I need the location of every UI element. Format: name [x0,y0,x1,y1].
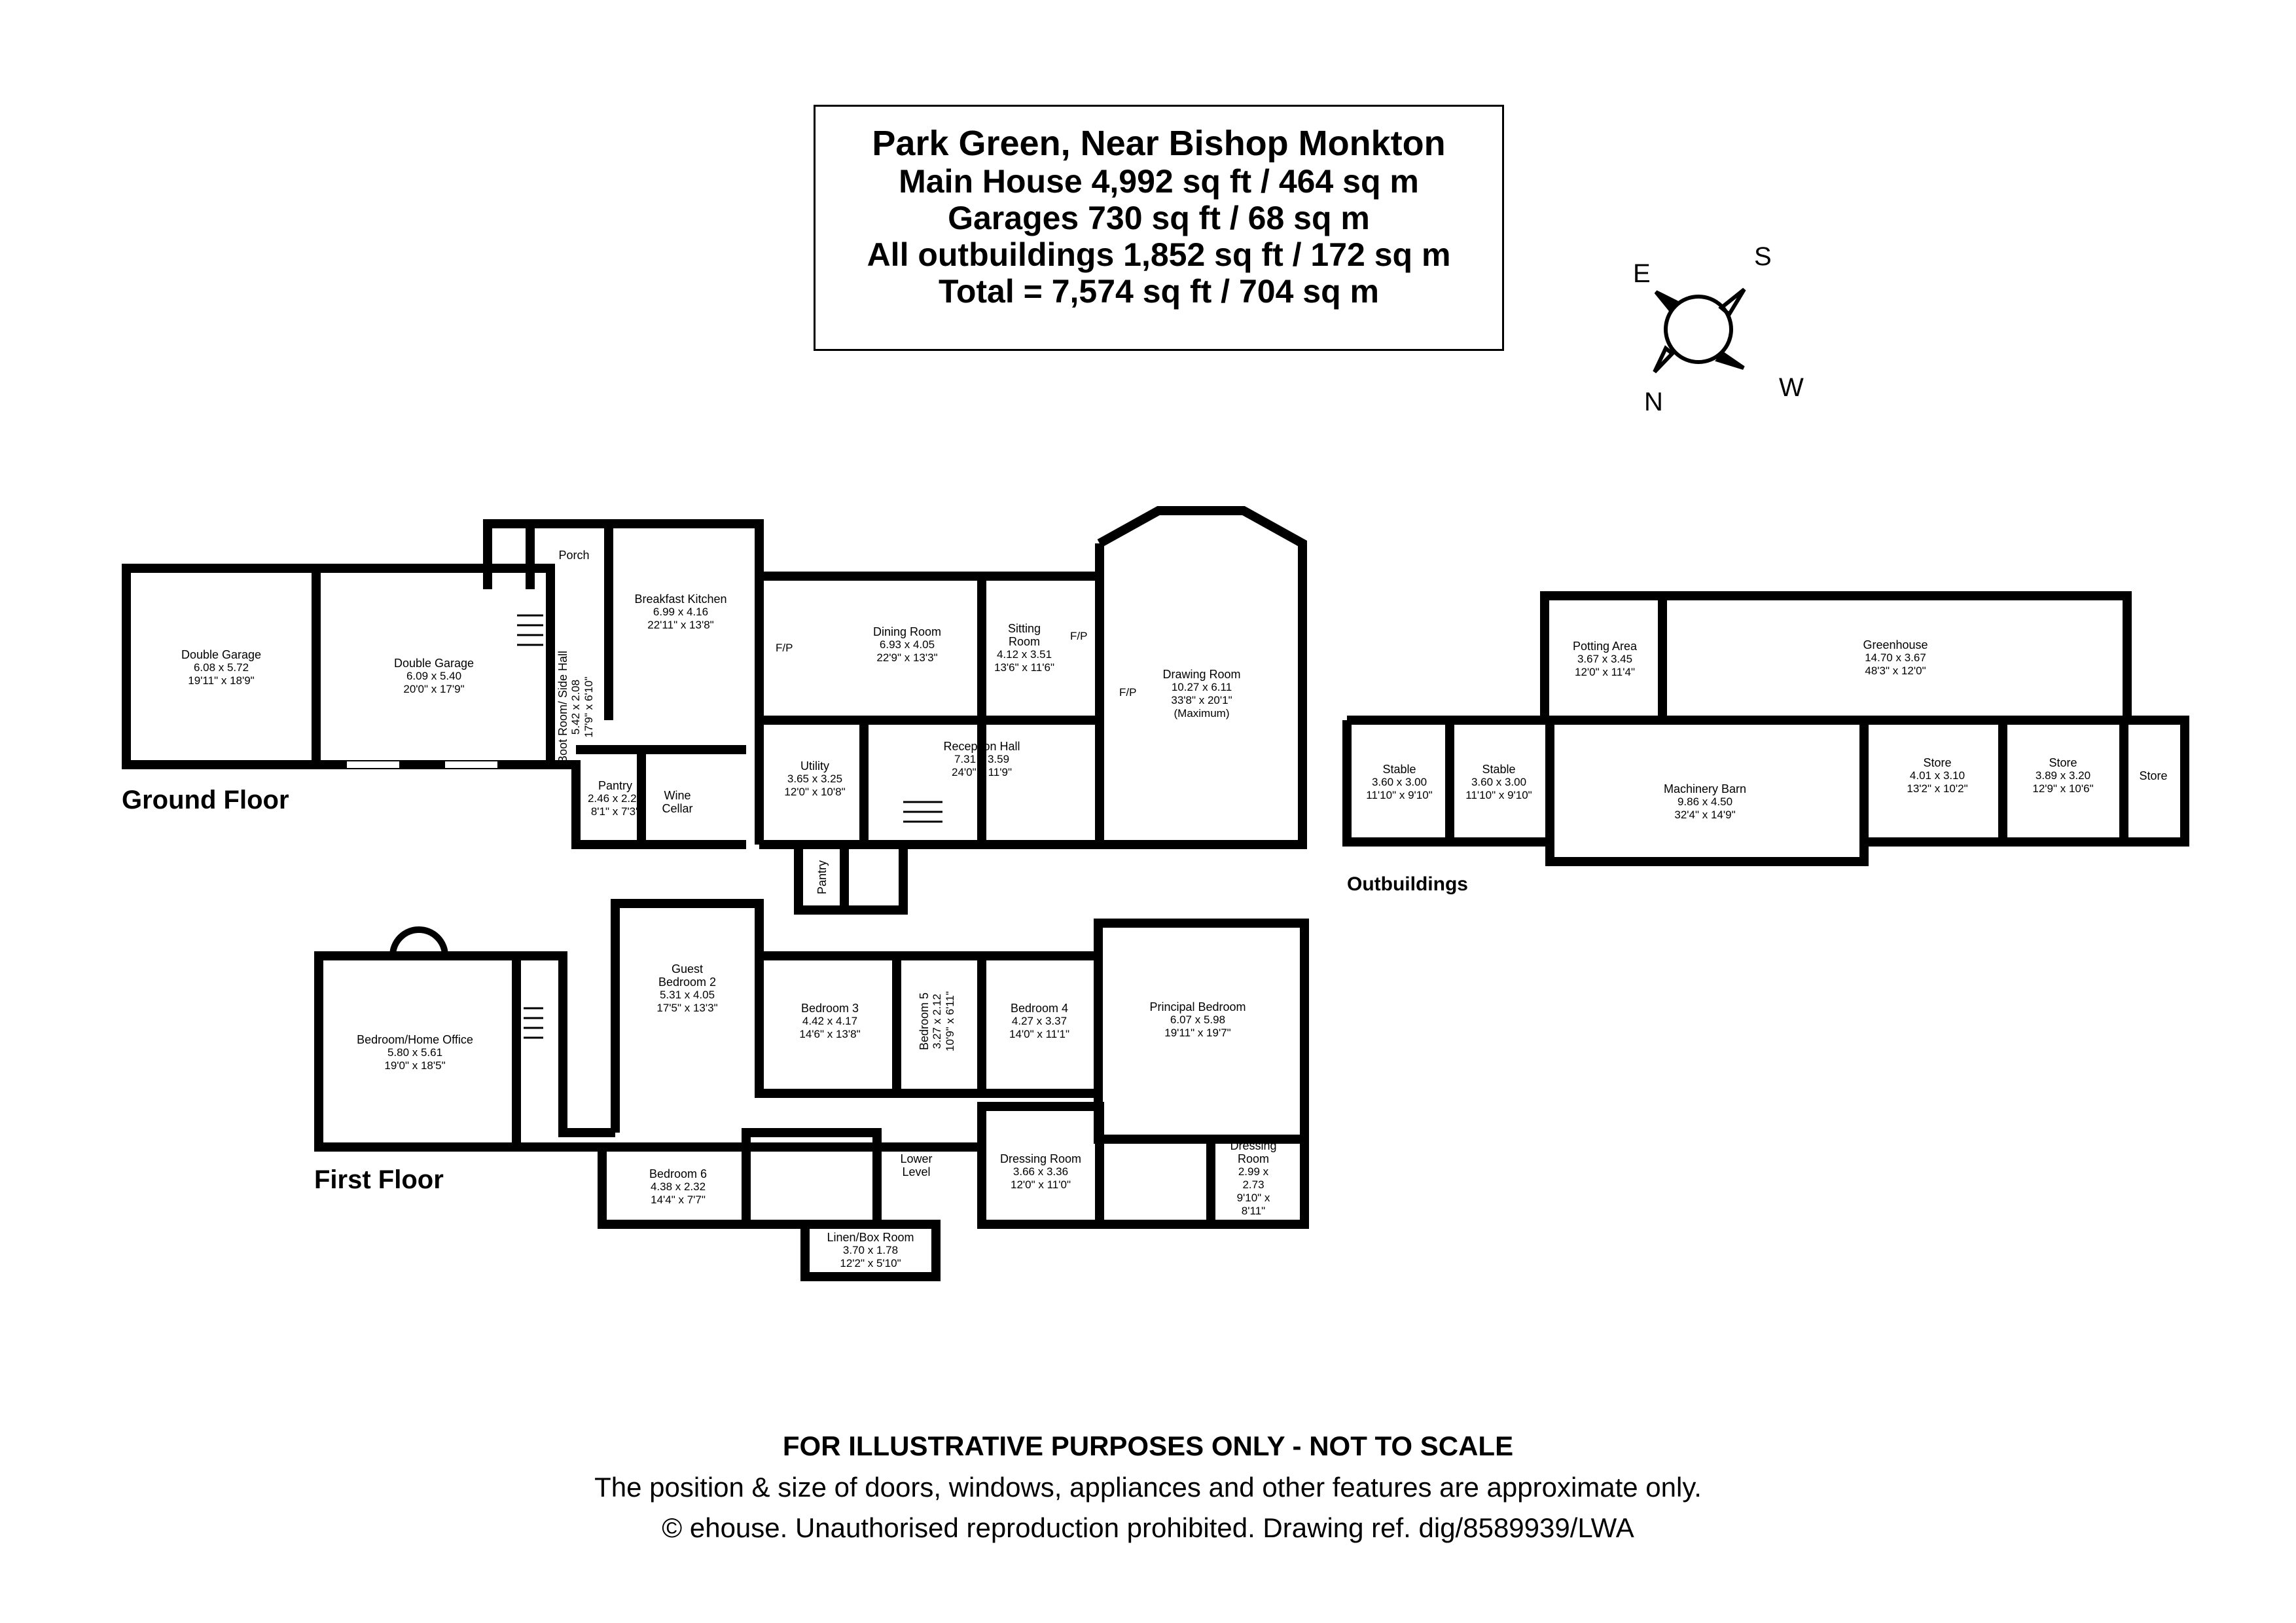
fireplace-dining: F/P [776,642,793,654]
en-suite-walls [1095,1135,1309,1229]
title-outbuildings-area: All outbuildings 1,852 sq ft / 172 sq m [867,236,1451,273]
room-porch: Porch [558,549,590,562]
drawing-room-walls [1095,506,1307,849]
title-property-name: Park Green, Near Bishop Monkton [872,124,1446,163]
room-pantry-2: Pantry [816,860,829,895]
ground-floor-label: Ground Floor [122,786,289,814]
kitchen-walls [609,519,764,845]
compass-s-label: S [1754,242,1772,271]
fireplace-drawing: F/P [1119,686,1137,699]
compass-n-label: N [1644,388,1663,416]
title-box: Park Green, Near Bishop Monkton Main Hou… [814,105,1504,351]
title-garages-area: Garages 730 sq ft / 68 sq m [948,200,1370,236]
guest-bedroom-walls [611,899,764,1133]
room-wine-cellar: Wine Cellar [662,789,693,815]
disclaimer-text: The position & size of doors, windows, a… [594,1472,1702,1503]
compass-w-label: W [1779,373,1804,402]
store-walls [1859,716,2189,847]
main-range-walls [759,572,986,849]
porch-walls [483,519,613,589]
disclaimer-heading: FOR ILLUSTRATIVE PURPOSES ONLY - NOT TO … [782,1431,1514,1461]
title-main-house-area: Main House 4,992 sq ft / 464 sq m [899,163,1419,200]
bay-window [389,926,448,957]
compass-icon [1653,287,1746,374]
boot-room-walls [546,589,746,849]
title-total-area: Total = 7,574 sq ft / 704 sq m [939,273,1379,310]
fireplace-sitting: F/P [1070,630,1088,642]
bedroom-office-walls [314,951,521,1152]
first-floor-label: First Floor [314,1165,444,1194]
copyright-text: © ehouse. Unauthorised reproduction proh… [662,1512,1634,1543]
room-store-3: Store [2139,769,2168,782]
outbuildings-label: Outbuildings [1347,873,1468,895]
room-lower-level: Lower Level [900,1152,933,1178]
linen-room-walls [800,1220,941,1281]
compass-e-label: E [1633,259,1651,288]
